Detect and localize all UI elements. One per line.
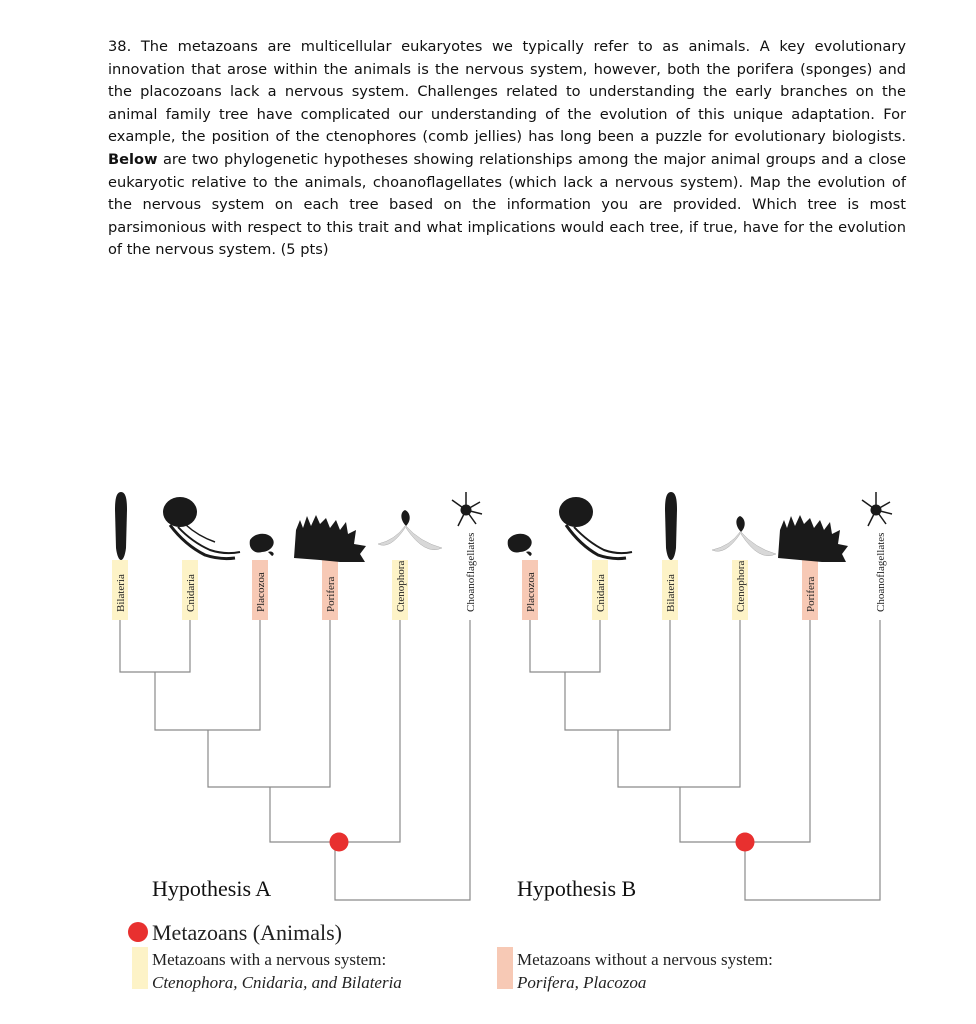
taxon-label: Choanoflagellates [465, 533, 477, 612]
label-bg-placozoa-b [522, 560, 538, 620]
placozoa-silhouette-a [249, 533, 274, 556]
porifera-silhouette-a [294, 515, 366, 562]
tree-hypothesis-a: Bilateria Cnidaria Placozoa Porifera Cte… [112, 492, 483, 901]
hypothesis-b-title: Hypothesis B [517, 876, 636, 901]
taxon-label: Bilateria [665, 574, 677, 612]
placozoa-silhouette-b [507, 533, 532, 556]
taxon-label: Bilateria [115, 574, 127, 612]
taxon-label: Ctenophora [395, 561, 407, 612]
ctenophora-silhouette-a [377, 510, 443, 550]
legend-yellow-swatch [132, 947, 148, 989]
branches-a [119, 620, 471, 901]
taxon-label: Porifera [805, 576, 817, 612]
tree-hypothesis-b: Placozoa Cnidaria Bilateria Ctenophora P… [507, 492, 893, 901]
label-bg-cnidaria-a [182, 560, 198, 620]
question-text: 38. The metazoans are multicellular euka… [108, 36, 906, 262]
bilateria-silhouette-a [115, 492, 127, 560]
phylogeny-figure: Bilateria Cnidaria Placozoa Porifera Cte… [112, 492, 893, 992]
taxon-label: Ctenophora [735, 561, 747, 612]
question-body-2: are two phylogenetic hypotheses showing … [108, 150, 906, 259]
choanoflagellate-silhouette-b [861, 492, 893, 527]
label-bg-porifera-a [322, 560, 338, 620]
cnidaria-silhouette-b [559, 497, 633, 561]
hypothesis-a-title: Hypothesis A [152, 876, 271, 901]
legend-pink-swatch [497, 947, 513, 989]
taxon-label: Choanoflagellates [875, 533, 887, 612]
metazoa-node-b [735, 832, 755, 852]
legend-without-nervous-taxa: Porifera, Placozoa [516, 973, 646, 992]
legend-without-nervous-title: Metazoans without a nervous system: [517, 950, 773, 969]
label-bg-ctenophora-b [732, 560, 748, 620]
label-bg-bilateria-a [112, 560, 128, 620]
question-bold-word: Below [108, 150, 158, 168]
taxon-label: Porifera [325, 576, 337, 612]
taxon-label: Cnidaria [185, 574, 197, 612]
cnidaria-silhouette-a [163, 497, 241, 561]
ctenophora-silhouette-b [711, 516, 777, 556]
bilateria-silhouette-b [665, 492, 677, 560]
legend-with-nervous-title: Metazoans with a nervous system: [152, 950, 386, 969]
taxon-label: Cnidaria [595, 574, 607, 612]
label-bg-porifera-b [802, 560, 818, 620]
choanoflagellate-silhouette-a [451, 492, 483, 527]
label-bg-ctenophora-a [392, 560, 408, 620]
label-bg-bilateria-b [662, 560, 678, 620]
label-bg-placozoa-a [252, 560, 268, 620]
legend-metazoans: Metazoans (Animals) [152, 920, 342, 945]
label-bg-cnidaria-b [592, 560, 608, 620]
legend-red-dot [128, 922, 148, 942]
taxon-label: Placozoa [255, 572, 267, 612]
question-number: 38. [108, 38, 132, 55]
metazoa-node-a [329, 832, 349, 852]
porifera-silhouette-b [778, 515, 848, 562]
question-body-1: The metazoans are multicellular eukaryot… [108, 38, 907, 146]
legend-with-nervous-taxa: Ctenophora, Cnidaria, and Bilateria [152, 973, 402, 992]
legend: Metazoans (Animals) Metazoans with a ner… [128, 920, 773, 992]
branches-b [529, 620, 881, 901]
taxon-label: Placozoa [525, 572, 537, 612]
